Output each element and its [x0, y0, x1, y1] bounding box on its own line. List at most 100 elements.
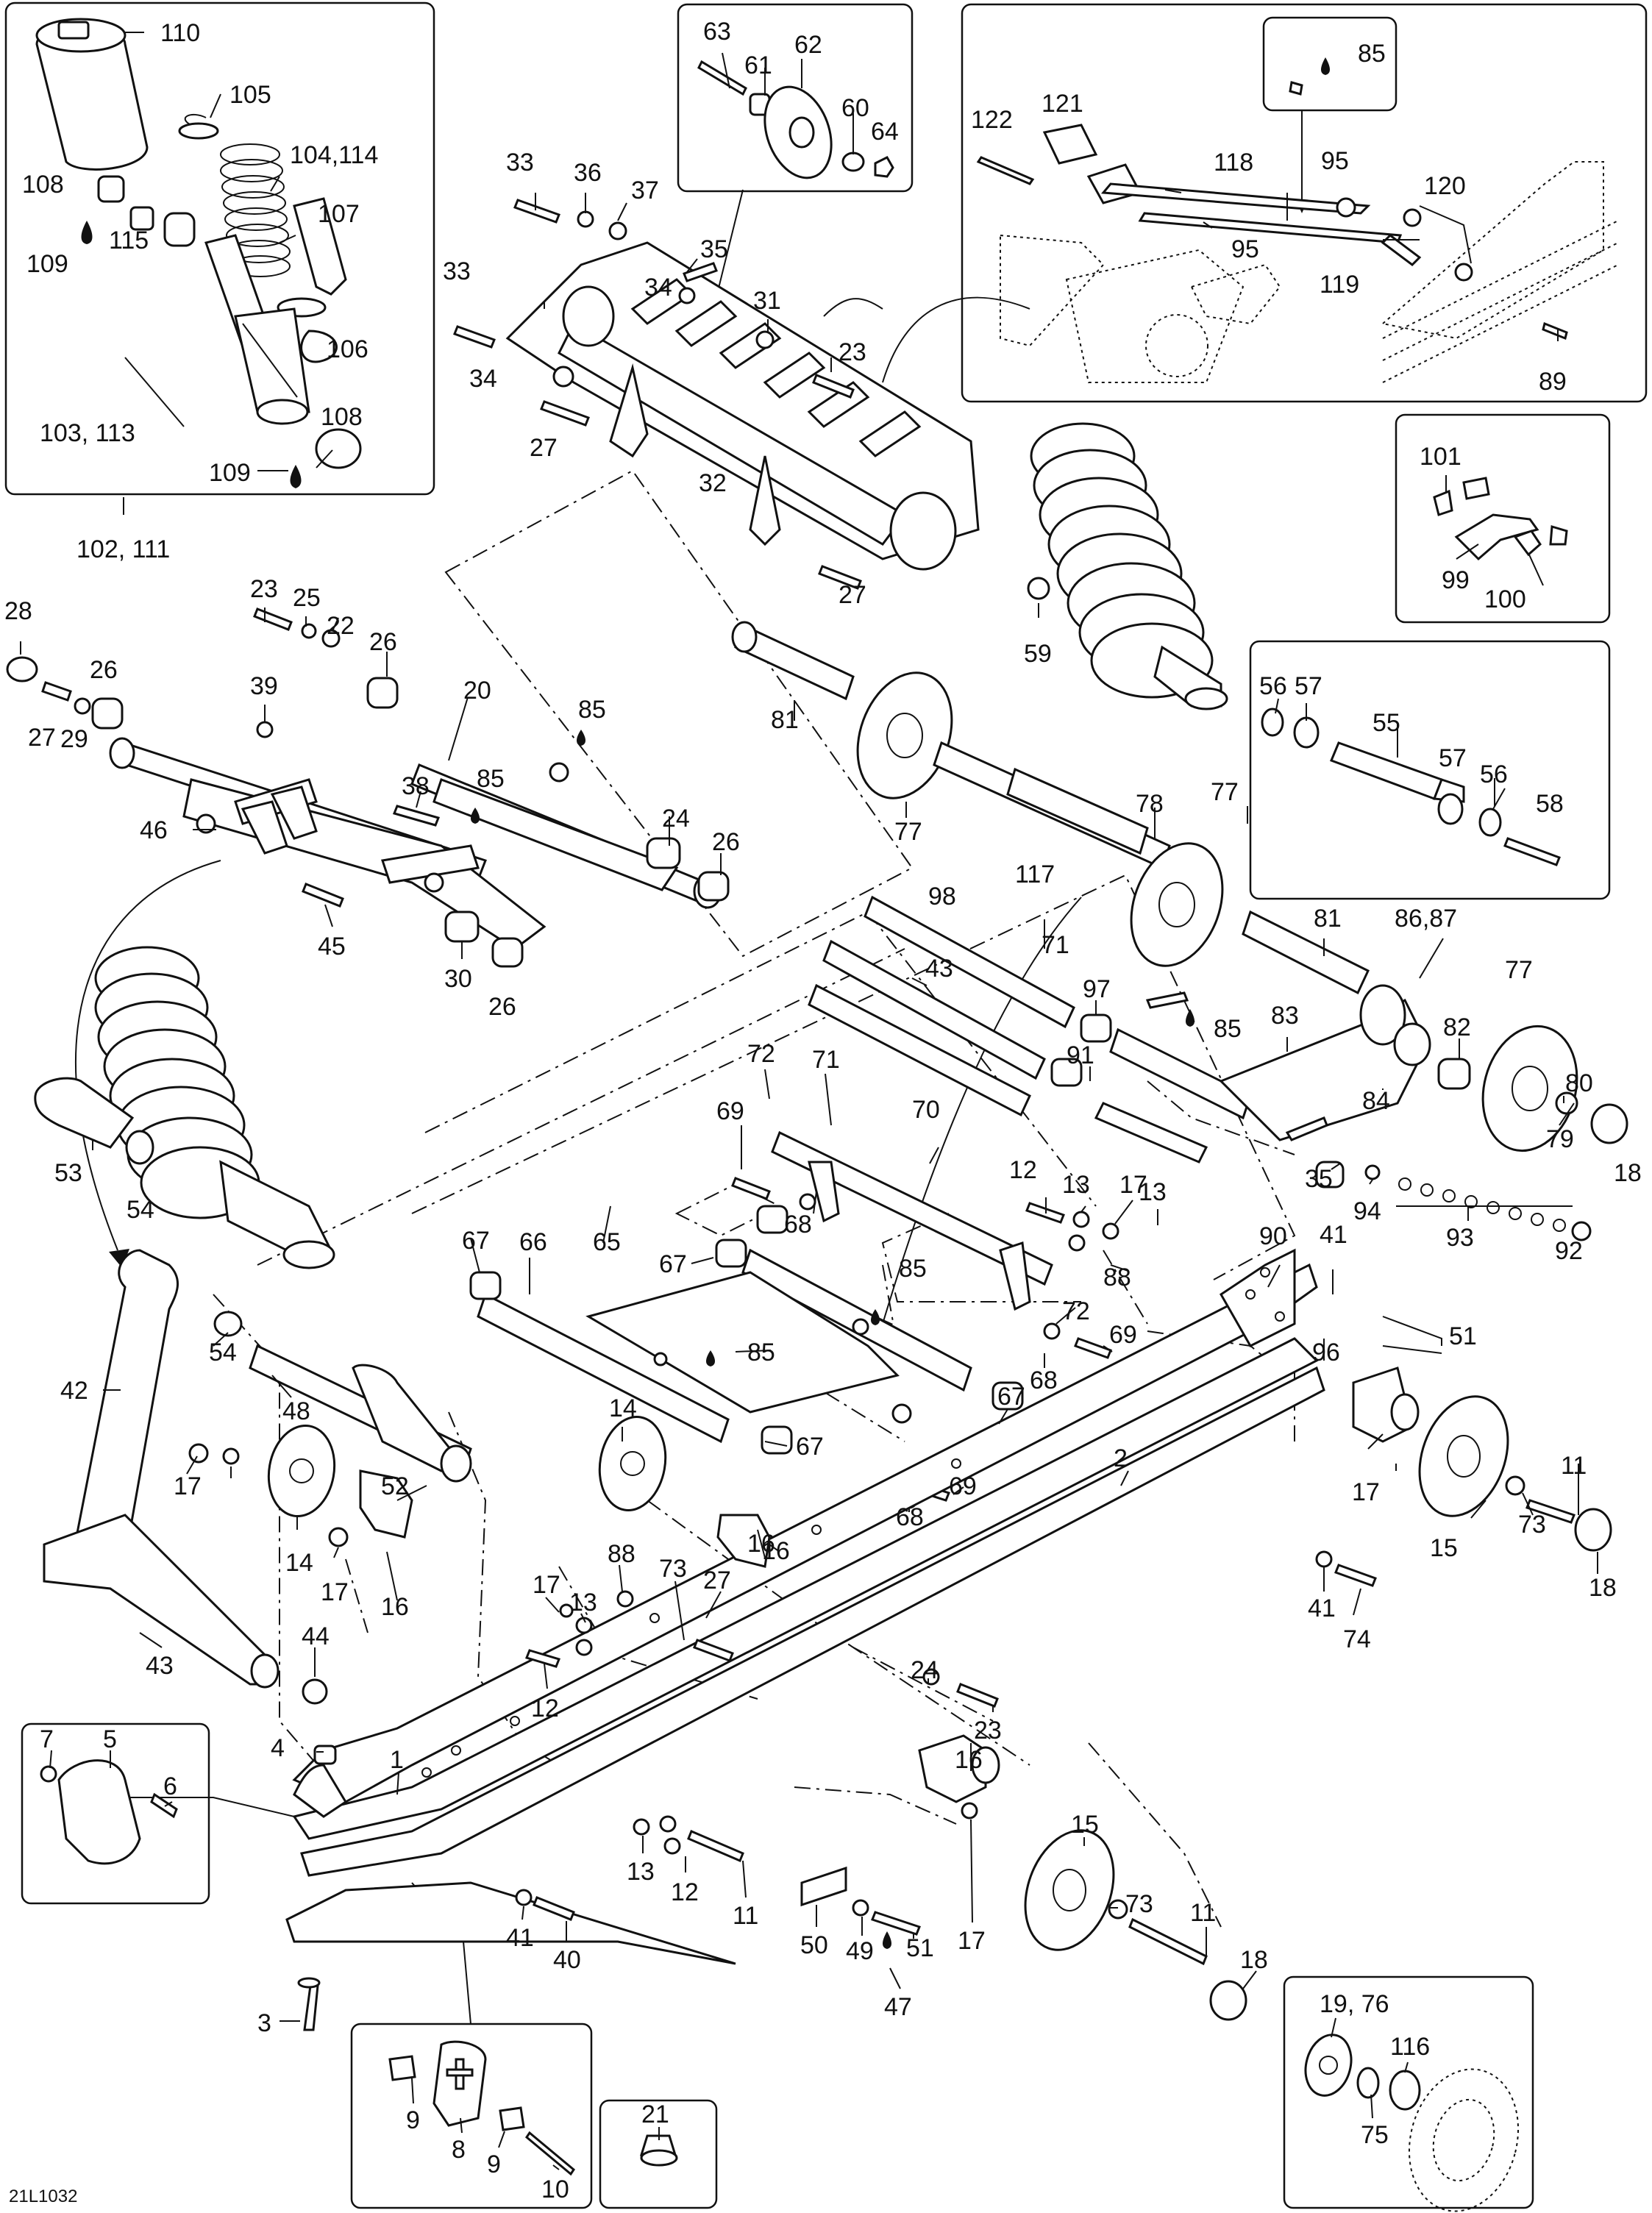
part-label: 9 [406, 2106, 420, 2134]
part-label: 11 [1561, 1452, 1587, 1480]
part-label: 14 [609, 1394, 637, 1422]
inset-wheel-box [1283, 1975, 1534, 2209]
part-label: 67 [659, 1250, 687, 1278]
part-label: 35 [1305, 1165, 1333, 1193]
part-label: 77 [1211, 778, 1239, 806]
inset-axle-box [1249, 640, 1611, 900]
part-label: 77 [894, 818, 922, 846]
part-label: 86,87 [1395, 905, 1457, 933]
shock-absorber-inset-art [35, 18, 362, 488]
top-fasteners-art [453, 199, 862, 590]
part-label: 6 [163, 1772, 177, 1800]
part-label: 96 [1312, 1339, 1340, 1366]
part-label: 7 [40, 1725, 54, 1753]
part-label: 79 [1546, 1125, 1574, 1153]
part-label: 17 [1352, 1478, 1380, 1506]
part-label: 85 [578, 696, 606, 724]
part-label: 85 [747, 1339, 775, 1366]
part-label: 57 [1295, 672, 1322, 700]
part-label: 42 [60, 1377, 88, 1405]
part-label: 74 [1343, 1625, 1371, 1653]
part-label: 19, 76 [1320, 1990, 1389, 2018]
part-label: 63 [703, 18, 731, 46]
part-label: 119 [1320, 271, 1359, 299]
part-label: 73 [659, 1555, 687, 1583]
front-arm-art [6, 607, 730, 968]
limiter-inset-art [976, 57, 1619, 383]
part-label: 116 [1390, 2033, 1430, 2061]
part-label: 45 [318, 933, 346, 961]
part-label: 57 [1439, 744, 1467, 772]
part-label: 97 [1083, 975, 1111, 1003]
part-label: 27 [703, 1567, 731, 1594]
leader-lines [20, 32, 1598, 2170]
part-label: 68 [1030, 1366, 1058, 1394]
part-label: 104,114 [290, 141, 378, 169]
part-label: 73 [1518, 1511, 1546, 1539]
part-label: 71 [812, 1046, 840, 1074]
inset-shock-absorber-box [4, 1, 435, 496]
part-label: 54 [209, 1339, 237, 1366]
part-label: 12 [1009, 1156, 1037, 1184]
part-label: 106 [327, 335, 369, 363]
part-label: 109 [26, 250, 68, 278]
part-label: 85 [477, 765, 505, 793]
part-label: 117 [1015, 860, 1055, 888]
part-label: 11 [1190, 1899, 1216, 1927]
inset-85-box [1262, 16, 1398, 112]
part-label: 52 [381, 1472, 409, 1500]
part-label: 36 [574, 159, 602, 187]
part-label: 85 [899, 1255, 927, 1283]
part-label: 68 [784, 1211, 812, 1239]
part-label: 110 [160, 19, 200, 47]
inset-boxes [4, 1, 1648, 2209]
part-label: 120 [1424, 172, 1466, 200]
part-label: 37 [631, 177, 659, 204]
part-label: 51 [1449, 1322, 1477, 1350]
part-label: 43 [146, 1652, 174, 1680]
part-label: 68 [896, 1503, 924, 1531]
part-label: 81 [1314, 905, 1342, 933]
part-label: 108 [321, 403, 363, 431]
part-label: 23 [839, 338, 866, 366]
part-label: 20 [463, 677, 491, 705]
part-label: 78 [1136, 790, 1164, 818]
part-label: 84 [1362, 1087, 1390, 1115]
part-label: 70 [912, 1096, 940, 1124]
part-label: 23 [250, 575, 278, 603]
part-label: 65 [593, 1228, 621, 1256]
part-label: 69 [949, 1472, 977, 1500]
part-label: 13 [1062, 1171, 1090, 1199]
part-label: 15 [1071, 1811, 1099, 1839]
part-label: 11 [733, 1902, 758, 1930]
rear-arm-art [469, 1130, 1119, 1509]
part-label: 90 [1259, 1222, 1287, 1250]
part-label: 122 [971, 106, 1013, 134]
part-label: 24 [911, 1656, 939, 1684]
part-label: 115 [109, 227, 149, 254]
part-label: 49 [846, 1937, 874, 1965]
part-label: 93 [1446, 1224, 1474, 1252]
rails-art [285, 1248, 1612, 1965]
part-label: 103, 113 [40, 419, 135, 447]
part-label: 1 [390, 1746, 404, 1774]
part-label: 33 [506, 149, 534, 177]
part-label: 67 [997, 1383, 1025, 1411]
part-label: 51 [906, 1934, 934, 1962]
part-label: 41 [1320, 1221, 1347, 1249]
part-label: 31 [753, 287, 781, 315]
part-label: 50 [800, 1931, 828, 1959]
part-label: 54 [127, 1196, 154, 1224]
part-label: 34 [644, 274, 672, 302]
part-label: 21 [641, 2100, 669, 2128]
part-label: 40 [553, 1946, 581, 1974]
rear-shock-absorber-art [1027, 422, 1228, 710]
part-label: 44 [302, 1622, 330, 1650]
part-label: 4 [271, 1734, 285, 1762]
inset-cap-box [21, 1722, 210, 1905]
part-label: 67 [462, 1227, 490, 1255]
part-label: 88 [608, 1540, 635, 1568]
part-label: 16 [381, 1593, 409, 1621]
part-label: 15 [1430, 1534, 1458, 1562]
part-label: 72 [747, 1040, 775, 1068]
